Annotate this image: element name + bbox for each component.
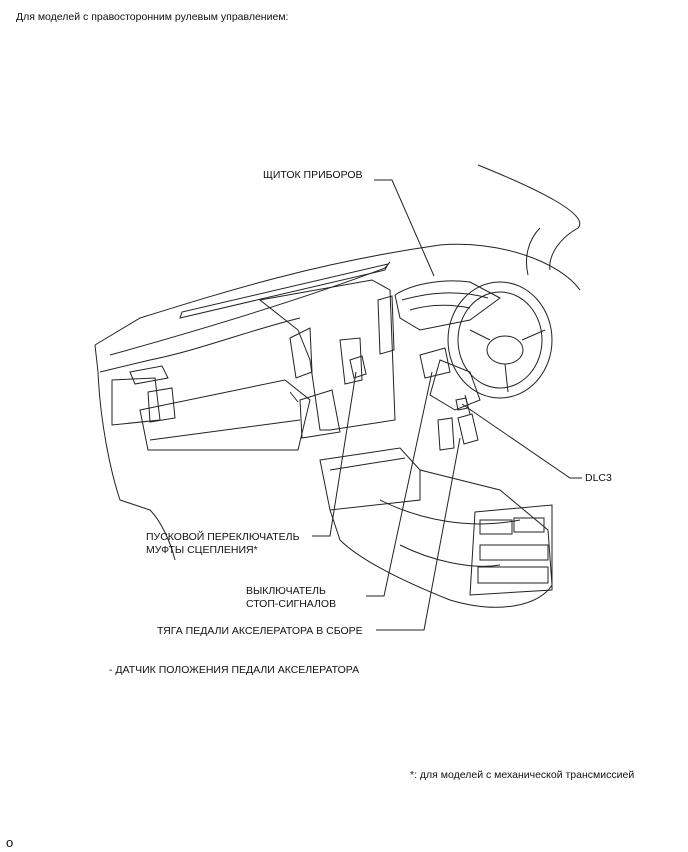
steering-wheel (447, 281, 553, 399)
callout-accel-pedal: ТЯГА ПЕДАЛИ АКСЕЛЕРАТОРА В СБОРЕ (157, 625, 363, 637)
leader-stop-switch (366, 371, 433, 597)
rear-vent-left (479, 519, 513, 535)
callout-clutch-switch-line1: ПУСКОВОЙ ПЕРЕКЛЮЧАТЕЛЬ (146, 531, 300, 543)
rear-console-panel-1 (479, 544, 549, 561)
windshield-curve (477, 164, 581, 271)
page-marker: o (6, 835, 14, 850)
accelerator-pedal (457, 413, 479, 445)
rear-vent-right (513, 517, 545, 533)
center-console-side (329, 469, 553, 608)
center-console-lower (319, 447, 421, 511)
leader-clutch-switch (312, 371, 357, 537)
center-stack (258, 279, 396, 431)
callout-stop-switch-line1: ВЫКЛЮЧАТЕЛЬ (246, 585, 326, 597)
steering-column (429, 359, 481, 411)
leader-instrument-panel (374, 179, 435, 277)
leader-dlc3 (461, 403, 582, 479)
callout-clutch-switch-line2: МУФТЫ СЦЕПЛЕНИЯ* (146, 544, 258, 556)
steering-hub (486, 335, 524, 365)
header-title: Для моделей с правосторонним рулевым упр… (16, 11, 289, 23)
footnote: *: для моделей с механической трансмисси… (410, 769, 635, 781)
clutch-switch (349, 355, 367, 379)
leader-accel-pedal (376, 437, 461, 631)
callout-stop-switch-line2: СТОП-СИГНАЛОВ (246, 598, 337, 610)
sub-item: - ДАТЧИК ПОЛОЖЕНИЯ ПЕДАЛИ АКСЕЛЕРАТОРА (109, 664, 360, 676)
rear-console-panel-2 (477, 566, 549, 584)
dashboard-left-body (94, 344, 176, 561)
dashboard-top (94, 243, 581, 346)
instrument-cluster (394, 280, 501, 331)
callout-instrument-panel: ЩИТОК ПРИБОРОВ (263, 169, 363, 181)
glovebox (139, 379, 311, 451)
callout-dlc3: DLC3 (585, 472, 612, 484)
